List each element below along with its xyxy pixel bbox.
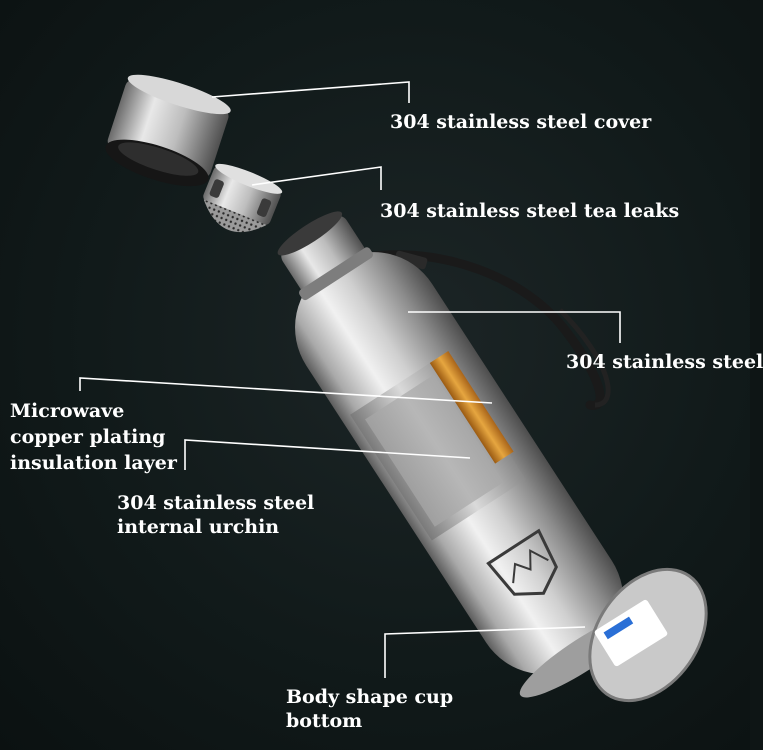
label-internal-line-1: 304 stainless steel: [117, 492, 315, 514]
label-cover: 304 stainless steel cover: [390, 111, 652, 133]
tea-strainer: [203, 163, 283, 233]
label-internal-line-2: internal urchin: [117, 516, 280, 538]
label-copper-line-1: Microwave: [10, 400, 125, 422]
label-copper-line-2: copper plating: [10, 426, 166, 448]
label-copper-line-3: insulation layer: [10, 452, 177, 474]
label-bottom-line-2: bottom: [286, 710, 363, 732]
cup-bottom: [588, 567, 708, 703]
leader-lines: [79, 81, 621, 678]
label-stainless-steel: 304 stainless steel: [566, 351, 763, 373]
label-internal-urchin: 304 stainless steel internal urchin: [117, 491, 314, 539]
label-cup-bottom: Body shape cup bottom: [286, 685, 453, 733]
label-bottom-line-1: Body shape cup: [286, 686, 454, 708]
label-tea-leaks: 304 stainless steel tea leaks: [380, 200, 680, 222]
label-copper-layer: Microwave copper plating insulation laye…: [10, 399, 177, 475]
cover-cap: [105, 74, 231, 187]
